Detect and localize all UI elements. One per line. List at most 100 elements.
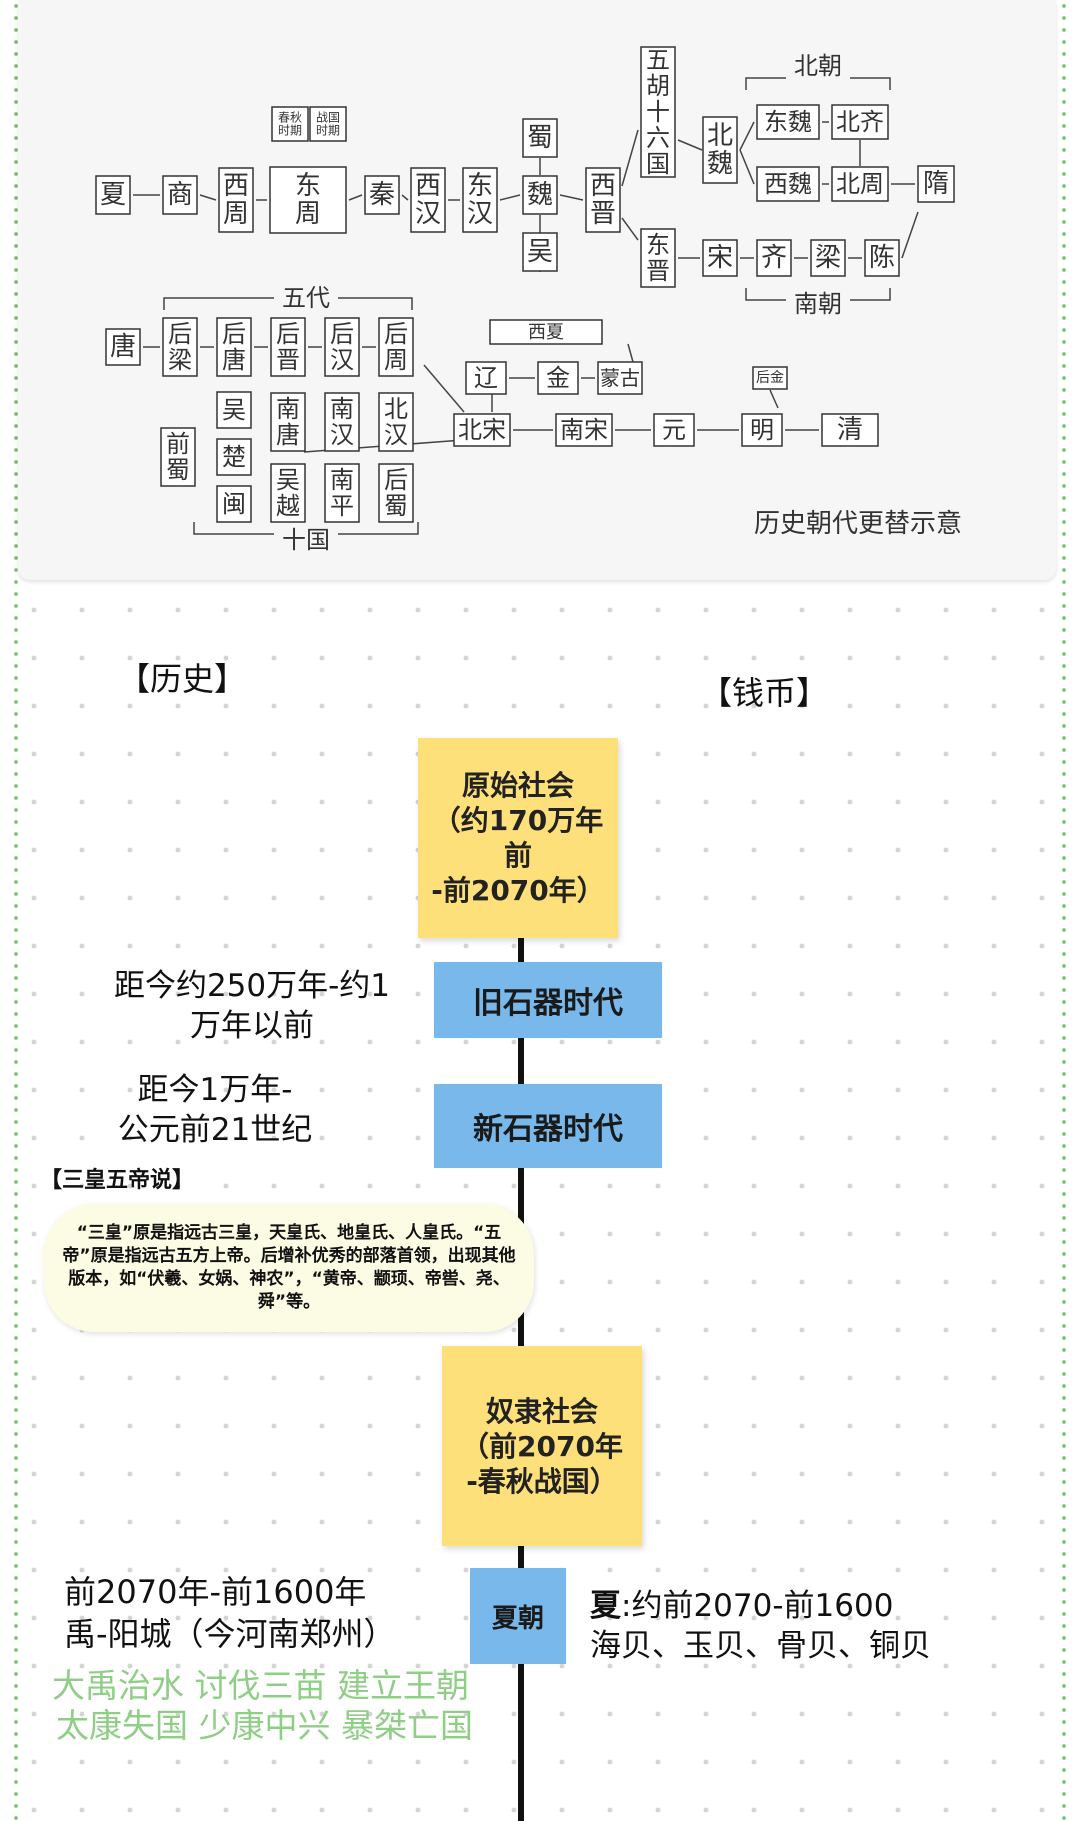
xia-currency-title: 夏 bbox=[590, 1588, 621, 1624]
dynasty-box-qing bbox=[821, 413, 879, 447]
dynasty-label-liang: 梁 bbox=[815, 243, 841, 273]
connector-xixia-menggu bbox=[627, 343, 634, 363]
dynasty-box-nanping bbox=[324, 463, 360, 523]
dynasty-label-xizhou: 西周 bbox=[223, 171, 249, 229]
dynasty-box-wuhu bbox=[640, 46, 676, 178]
dynasty-label-houjin2: 后金 bbox=[756, 370, 784, 386]
dynasty-label-houzhou: 后周 bbox=[384, 320, 408, 374]
dynasty-box-liao bbox=[465, 361, 507, 395]
dynasty-label-sui: 隋 bbox=[923, 169, 949, 199]
dynasty-box-zhanguo bbox=[309, 106, 347, 142]
dynasty-box-donghan bbox=[462, 167, 498, 233]
dynasty-label-xihan: 西汉 bbox=[415, 171, 441, 229]
dynasty-box-beiwei bbox=[702, 116, 738, 184]
xia-events-line1: 大禹治水 讨伐三苗 建立王朝 bbox=[52, 1666, 469, 1705]
three-sovereigns-text: “三皇”原是指远古三皇，天皇氏、地皇氏、人皇氏。“五帝”原是指远古五方上帝。后增… bbox=[62, 1223, 516, 1312]
dynasty-box-chu bbox=[216, 438, 252, 476]
group-label-beichao: 北朝 bbox=[794, 52, 842, 80]
dynasty-label-shang: 商 bbox=[167, 180, 193, 210]
dynasty-label-dongjin: 东晋 bbox=[646, 231, 670, 285]
dynasty-label-nantang: 南唐 bbox=[276, 395, 300, 449]
connector-xijin-dongjin bbox=[621, 217, 639, 241]
dynasty-label-qi: 齐 bbox=[761, 243, 787, 273]
dynasty-label-xia: 夏 bbox=[100, 180, 126, 210]
dynasty-label-wei: 魏 bbox=[527, 180, 553, 210]
xia-events-line2: 太康失国 少康中兴 暴桀亡国 bbox=[56, 1706, 473, 1745]
dynasty-box-chunqiu bbox=[271, 106, 309, 142]
dynasty-box-qin bbox=[364, 175, 400, 215]
dynasty-label-houtang: 后唐 bbox=[222, 320, 246, 374]
dynasty-box-shang bbox=[162, 175, 198, 215]
dynasty-box-xixia bbox=[489, 319, 603, 345]
xia-capital-text: 禹-阳城（今河南郑州） bbox=[64, 1614, 396, 1653]
dynasty-box-beiqi bbox=[831, 104, 889, 140]
xia-currency-period: :约前2070-前1600 bbox=[621, 1588, 894, 1624]
connector-houzhou-beisong bbox=[423, 364, 465, 413]
connector-dongzhou-qin bbox=[348, 194, 363, 201]
dynasty-box-houjin2 bbox=[752, 366, 788, 390]
history-heading: 【历史】 bbox=[118, 660, 247, 698]
dynasty-label-chen: 陈 bbox=[869, 243, 895, 273]
dynasty-label-beizhou: 北周 bbox=[836, 170, 884, 198]
dynasty-box-dongjin bbox=[640, 228, 676, 288]
dynasty-label-beiwei: 北魏 bbox=[707, 121, 733, 179]
xia-history-note: 前2070年-前1600年 禹-阳城（今河南郑州） bbox=[64, 1572, 396, 1655]
xia-dynasty-box: 夏朝 bbox=[470, 1568, 566, 1664]
three-sovereigns-title: 【三皇五帝说】 bbox=[40, 1168, 195, 1193]
dynasty-box-dongwei bbox=[756, 104, 820, 140]
dynasty-label-xijin: 西晋 bbox=[590, 171, 616, 229]
dynasty-box-sui bbox=[917, 165, 955, 203]
dynasty-box-menggu bbox=[597, 361, 643, 395]
dynasty-label-houliang: 后梁 bbox=[168, 320, 192, 374]
dynasty-box-beihan bbox=[378, 392, 414, 452]
group-label-wudai: 五代 bbox=[282, 284, 330, 312]
dynasty-label-tang: 唐 bbox=[110, 332, 136, 362]
connector-beiwei-xiwei bbox=[739, 149, 755, 185]
dynasty-label-nansong: 南宋 bbox=[560, 416, 608, 444]
dynasty-box-min bbox=[216, 485, 252, 523]
dynasty-label-wu: 吴 bbox=[527, 237, 553, 267]
dynasty-box-song bbox=[702, 239, 738, 277]
label-background bbox=[786, 291, 850, 317]
dynasty-label-houjin: 后晋 bbox=[276, 320, 300, 374]
dynasty-box-beisong bbox=[453, 413, 511, 447]
dynasty-label-qianshu: 前蜀 bbox=[166, 430, 190, 484]
dynasty-box-qi bbox=[756, 239, 792, 277]
dynasty-label-houshu: 后蜀 bbox=[384, 466, 408, 520]
dynasty-box-xihan bbox=[410, 167, 446, 233]
dynasty-label-menggu: 蒙古 bbox=[600, 366, 640, 390]
dynasty-box-jin bbox=[537, 361, 579, 395]
connector-donghan-wei bbox=[499, 194, 521, 201]
dynasty-label-beihan: 北汉 bbox=[384, 395, 408, 449]
dynasty-box-yuan bbox=[653, 413, 695, 447]
dynasty-label-wu2: 吴 bbox=[222, 396, 246, 424]
dynasty-label-dongzhou: 东周 bbox=[295, 171, 321, 229]
dynasty-box-houtang bbox=[216, 317, 252, 377]
dynasty-label-beisong: 北宋 bbox=[458, 416, 506, 444]
dynasty-box-xia bbox=[95, 175, 131, 215]
dynasty-box-wu bbox=[522, 232, 558, 272]
paleolithic-box: 旧石器时代 bbox=[434, 962, 662, 1038]
dynasty-box-nansong bbox=[555, 413, 613, 447]
dynasty-box-wei bbox=[522, 175, 558, 215]
group-label-shiguo: 十国 bbox=[282, 526, 330, 554]
dynasty-label-shu: 蜀 bbox=[527, 123, 553, 153]
connector-houjin-qing bbox=[769, 389, 779, 409]
dynasty-label-houhan: 后汉 bbox=[330, 320, 354, 374]
dynasty-box-chen bbox=[864, 239, 900, 277]
xia-currency-note: 夏:约前2070-前1600 海贝、玉贝、骨贝、铜贝 bbox=[590, 1586, 931, 1667]
dynasty-label-song: 宋 bbox=[707, 243, 733, 273]
right-dotted-border bbox=[1062, 0, 1066, 1821]
dynasty-label-zhanguo: 战国时期 bbox=[316, 111, 340, 138]
paleolithic-date-note: 距今约250万年-约1 万年以前 bbox=[113, 968, 391, 1045]
left-dotted-border bbox=[14, 0, 18, 1821]
dynasty-label-qin: 秦 bbox=[369, 180, 395, 210]
dynasty-label-beiqi: 北齐 bbox=[836, 108, 884, 136]
dynasty-diagram: 北朝南朝五代十国夏商西周东周春秋时期战国时期秦西汉东汉蜀魏吴西晋五胡十六国东晋北… bbox=[95, 46, 962, 554]
dynasty-box-tang bbox=[105, 328, 141, 366]
dynasty-box-nanhan bbox=[324, 392, 360, 452]
dynasty-label-qing: 清 bbox=[837, 415, 863, 445]
dynasty-label-chunqiu: 春秋时期 bbox=[278, 111, 302, 138]
label-background bbox=[274, 285, 338, 311]
dynasty-box-houshu bbox=[378, 463, 414, 523]
